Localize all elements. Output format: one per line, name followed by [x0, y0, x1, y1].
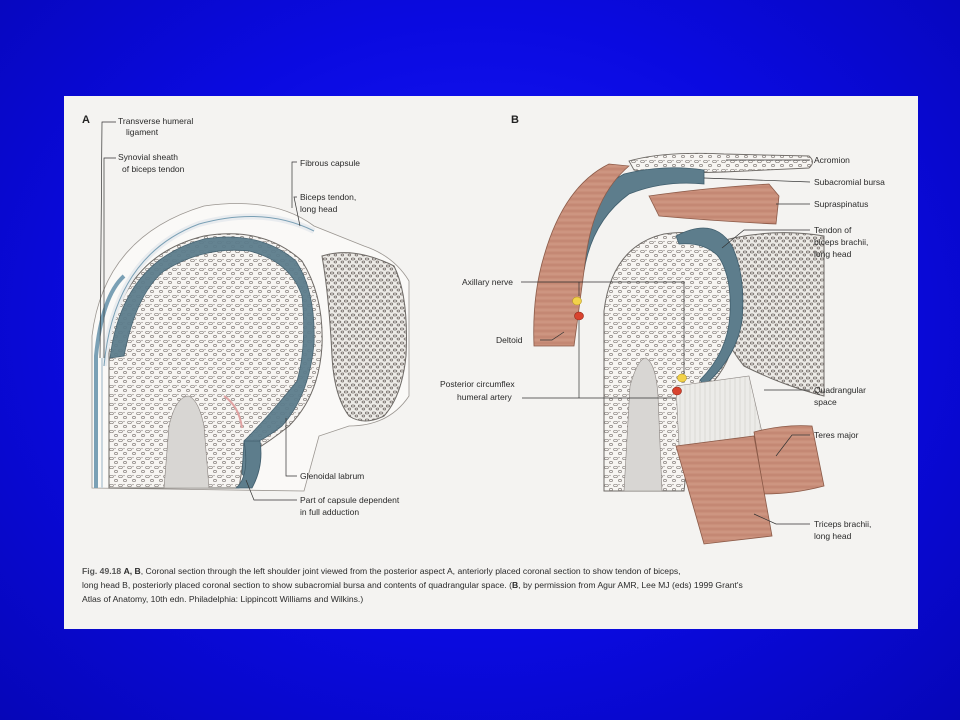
label-biceps-tendon-2: long head	[300, 204, 338, 214]
label-posterior-circumflex-2: humeral artery	[457, 392, 513, 402]
panel-b-drawing	[533, 152, 825, 545]
label-teres-major: Teres major	[814, 430, 859, 440]
caption-text-2: long head B, posteriorly placed coronal …	[82, 580, 512, 590]
label-transverse-humeral: Transverse humeral	[118, 116, 193, 126]
panel-a-leaders	[99, 121, 301, 501]
label-tendon-biceps-2: biceps brachii,	[814, 237, 868, 247]
caption-ab: A, B	[123, 566, 141, 576]
caption-text-1: , Coronal section through the left shoul…	[140, 566, 681, 576]
caption-b-bold: B	[511, 580, 519, 590]
label-synovial-sheath-2: of biceps tendon	[122, 164, 185, 174]
panel-b-letter: B	[511, 114, 519, 126]
figure-caption: Fig. 49.18 A, B, Coronal section through…	[82, 564, 902, 606]
label-transverse-humeral-2: ligament	[126, 127, 159, 137]
label-posterior-circumflex: Posterior circumflex	[440, 379, 515, 389]
label-quadrangular-space-2: space	[814, 397, 837, 407]
label-part-of-capsule: Part of capsule dependent	[300, 495, 400, 505]
label-deltoid: Deltoid	[496, 335, 523, 345]
caption-text-3: , by permission from Agur AMR, Lee MJ (e…	[518, 580, 743, 590]
label-part-of-capsule-2: in full adduction	[300, 507, 359, 517]
label-synovial-sheath: Synovial sheath	[118, 152, 178, 162]
label-axillary-nerve: Axillary nerve	[462, 277, 513, 287]
label-acromion: Acromion	[814, 155, 850, 165]
label-triceps-brachii: Triceps brachii,	[814, 519, 871, 529]
label-triceps-brachii-2: long head	[814, 531, 852, 541]
anatomy-illustration: A Transverse humeral ligament Synovial s…	[82, 114, 885, 545]
label-supraspinatus: Supraspinatus	[814, 199, 868, 209]
caption-fig-number: Fig. 49.18	[82, 566, 122, 576]
panel-b-leaders	[521, 159, 811, 525]
panel-a-drawing	[91, 203, 410, 492]
label-fibrous-capsule: Fibrous capsule	[300, 158, 360, 168]
label-tendon-biceps: Tendon of	[814, 225, 852, 235]
label-tendon-biceps-3: long head	[814, 249, 852, 259]
caption-text-4: Atlas of Anatomy, 10th edn. Philadelphia…	[82, 594, 364, 604]
label-subacromial-bursa: Subacromial bursa	[814, 177, 885, 187]
panel-a-letter: A	[82, 114, 90, 126]
anatomy-figure: A Transverse humeral ligament Synovial s…	[64, 96, 918, 629]
label-biceps-tendon: Biceps tendon,	[300, 192, 356, 202]
label-glenoidal-labrum: Glenoidal labrum	[300, 471, 364, 481]
label-quadrangular-space: Quadrangular	[814, 385, 866, 395]
